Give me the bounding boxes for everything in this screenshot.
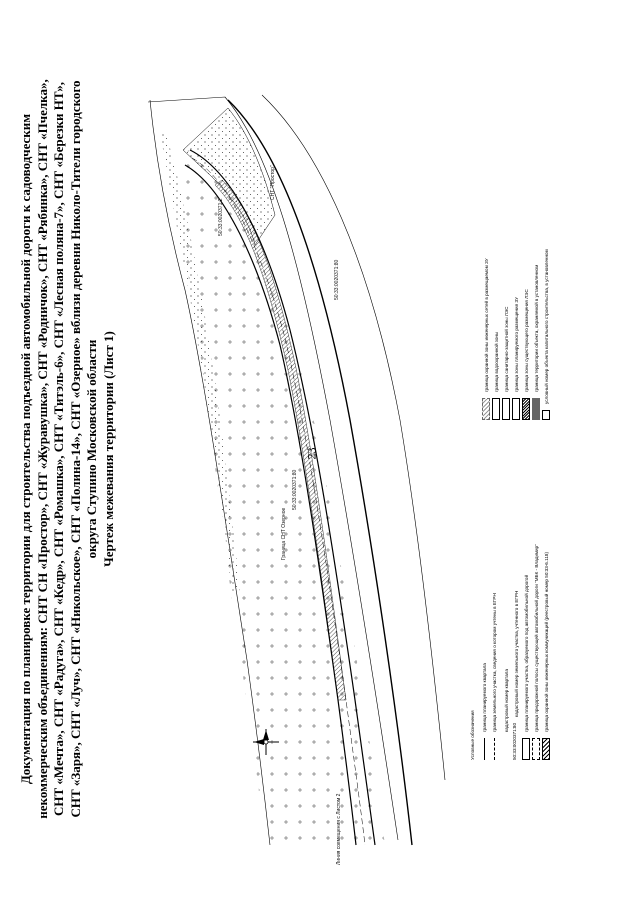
- dashed-box-icon: [532, 738, 540, 760]
- filled-box-icon: [532, 398, 540, 420]
- legend-item: 50:33:0020371:80 кадастровый номер земел…: [512, 590, 519, 760]
- legend-title: Условные обозначения: [470, 710, 475, 760]
- north-arrow-icon: [253, 729, 279, 755]
- legend-item: граница зоны существующего размещения ЛЭ…: [522, 289, 530, 420]
- small-box-icon: [542, 410, 550, 420]
- legend-item: граница планируемого участка, образуемог…: [522, 575, 530, 760]
- legend-item: граница охранной зоны инженерных коммуни…: [542, 552, 550, 760]
- road-edge-inner: [184, 164, 357, 846]
- legend-item: граница земельного участка, сведения о к…: [492, 593, 497, 760]
- legend-item: кадастровый номер квартала: [502, 669, 510, 760]
- plus-zone: [178, 150, 385, 845]
- outer-boundary-line: [147, 96, 399, 841]
- dotted-zone-left: [160, 130, 240, 595]
- hatch-zone-icon: [482, 398, 490, 420]
- legend-item: граница санитарно-защитной зоны ЛЭС: [502, 307, 510, 420]
- road-hatched-strip: [214, 179, 347, 701]
- cadastral-label-1: 50:33:0020371:2: [218, 198, 224, 236]
- legend-item: граница зоны планируемого размещения ЗУ: [512, 297, 520, 420]
- right-thin-boundary: [261, 94, 446, 781]
- legend-item: граница охранной зоны инженерных сетей в…: [482, 258, 490, 420]
- hatch-box-icon: [522, 398, 530, 420]
- hatch-box-icon: [542, 738, 550, 760]
- cadastral-code: 50:33:0020371:80: [512, 722, 517, 760]
- dashed-line-icon: [494, 738, 495, 760]
- box-symbol-icon: [492, 398, 500, 420]
- line-symbol-icon: [484, 738, 485, 760]
- cadastral-label-2: 50:33:0020371:80: [334, 259, 340, 300]
- match-label: Линия совмещения с Листом 2: [336, 793, 342, 865]
- cadastral-label-3: 50:33:0020371:80: [292, 469, 298, 510]
- legend-item: граница придорожной полосы существующей …: [532, 544, 540, 760]
- legend-item: граница водоохранной зоны: [492, 332, 500, 420]
- boundary-label: Граница СНТ Озерное: [281, 508, 287, 560]
- road-edge-outer: [189, 149, 376, 846]
- legend-item: граница планируемого квартала: [482, 663, 487, 760]
- legend-item: условный номер объекта капитального стро…: [542, 249, 550, 420]
- box-symbol-icon: [522, 738, 530, 760]
- code-symbol-icon: [502, 738, 510, 760]
- legend: Условные обозначения граница планируемог…: [470, 100, 590, 760]
- right-thick-boundary: [227, 99, 413, 846]
- box-symbol-icon: [502, 398, 510, 420]
- box-symbol-icon: [512, 398, 520, 420]
- snt-label: СНТ "Простор": [270, 165, 276, 200]
- legend-item: граница территории объекта, охраняемой в…: [532, 265, 540, 420]
